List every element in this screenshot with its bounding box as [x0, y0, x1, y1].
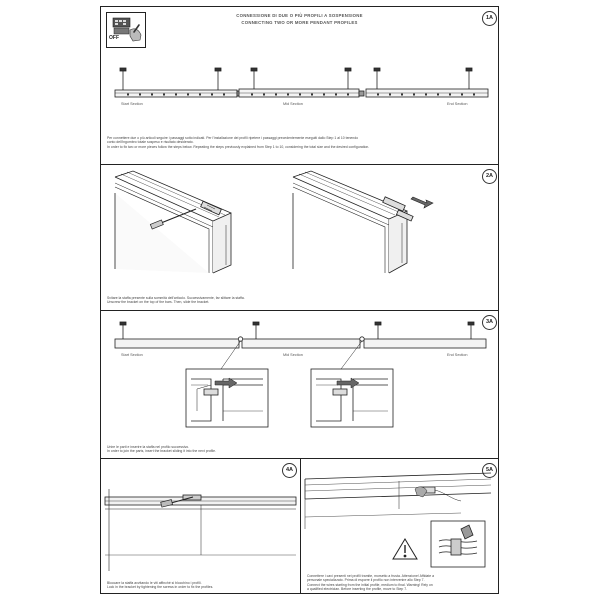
- vertical-divider: [300, 459, 301, 593]
- step-3a-note-en: In order to join the parts, insert the b…: [107, 449, 217, 454]
- hand-pointer-icon: [414, 486, 428, 498]
- insert-arrow-icon-right: [336, 377, 360, 389]
- screwdriver-icon: [149, 208, 197, 230]
- power-switch-off-icon: [106, 12, 146, 48]
- step-1a-note-it-2: conto dell'ingombro totale sospeso e ris…: [107, 140, 194, 145]
- title-english: CONNECTING TWO OR MORE PENDANT PROFILES: [241, 20, 358, 25]
- join-detail-inset-left: [185, 368, 269, 428]
- mid-section-caption: Mid Section: [283, 102, 303, 106]
- mid-section-caption-3a: Mid Section: [283, 353, 303, 357]
- switch-off-label: OFF: [109, 35, 119, 41]
- step-5a-wiring-drawing: [304, 472, 492, 568]
- step-4a-lock-drawing: [104, 489, 297, 571]
- join-detail-inset-right: [310, 368, 394, 428]
- step-badge-5a: 5A: [482, 463, 497, 478]
- step-3a-note: Unire le parti e inserire la staffa nel …: [107, 445, 216, 454]
- step-2a-note-it: Svitare la staffa presente sulla sommità…: [107, 296, 245, 300]
- step-2a-slide-drawing: [292, 170, 434, 274]
- end-section-caption-3a: End Section: [447, 353, 468, 357]
- step-3a-join-drawing: [114, 321, 487, 428]
- step-1a-note-it-1: Per connettere due o più articoli seguir…: [107, 136, 359, 140]
- title-italian: CONNESSIONE DI DUE O PIÙ PROFILI A SOSPE…: [236, 13, 363, 18]
- step-5a-note-3: Connect the wires starting from the init…: [307, 582, 433, 587]
- instruction-sheet: OFF CONNESSIONE DI DUE O PIÙ PROFILI A S…: [100, 6, 499, 594]
- step-1a-note-en: In order to fix two or more pieces follo…: [107, 144, 370, 149]
- step-5a-note-2: personale specializzato. Prima di esporr…: [307, 578, 425, 583]
- step-4a-note: Bloccare la staffa avvitando le viti aff…: [107, 581, 213, 590]
- step-badge-3a: 3A: [482, 315, 497, 330]
- step-2a-note-en: Unscrew the bracket on the top of the ba…: [107, 300, 210, 305]
- screwdriver-icon-4a: [160, 496, 194, 508]
- step-2a-note: Svitare la staffa presente sulla sommità…: [107, 296, 245, 305]
- wiring-detail-inset: [430, 520, 486, 568]
- warning-triangle-icon: [392, 538, 418, 560]
- step-badge-1a: 1A: [482, 11, 497, 26]
- end-section-caption: End Section: [447, 102, 468, 106]
- step-4a-note-en: Lock in the bracket by tightening the sc…: [107, 585, 214, 590]
- end-section-profile: [365, 67, 489, 98]
- insert-arrow-icon-left: [214, 377, 238, 389]
- step-3a-section: 3A: [101, 311, 498, 459]
- steps-4a-5a-section: 4A 5A: [101, 459, 498, 593]
- step-1a-section: OFF CONNESSIONE DI DUE O PIÙ PROFILI A S…: [101, 7, 498, 165]
- step-5a-note: Connettere i cavi presenti nei profili t…: [307, 574, 434, 592]
- step-1a-profiles-drawing: [114, 67, 489, 98]
- step-3a-note-it: Unire le parti e inserire la staffa nel …: [107, 445, 190, 449]
- start-section-profile: [114, 67, 242, 98]
- mid-section-profile: [238, 67, 365, 98]
- start-section-caption: Start Section: [121, 102, 143, 106]
- step-1a-note: Per connettere due o più articoli seguir…: [107, 136, 369, 149]
- step-2a-section: 2A: [101, 165, 498, 311]
- step-4a-note-it: Bloccare la staffa avvitando le viti aff…: [107, 581, 202, 585]
- step-5a-note-4: a qualified electrician. Before insertin…: [307, 587, 408, 592]
- slide-right-arrow-icon: [410, 196, 434, 209]
- start-section-caption-3a: Start Section: [121, 353, 143, 357]
- step-badge-4a: 4A: [282, 463, 297, 478]
- step-5a-note-1: Connettere i cavi presenti nei profili t…: [307, 574, 435, 578]
- step-badge-2a: 2A: [482, 169, 497, 184]
- step-2a-unscrew-drawing: [114, 170, 232, 274]
